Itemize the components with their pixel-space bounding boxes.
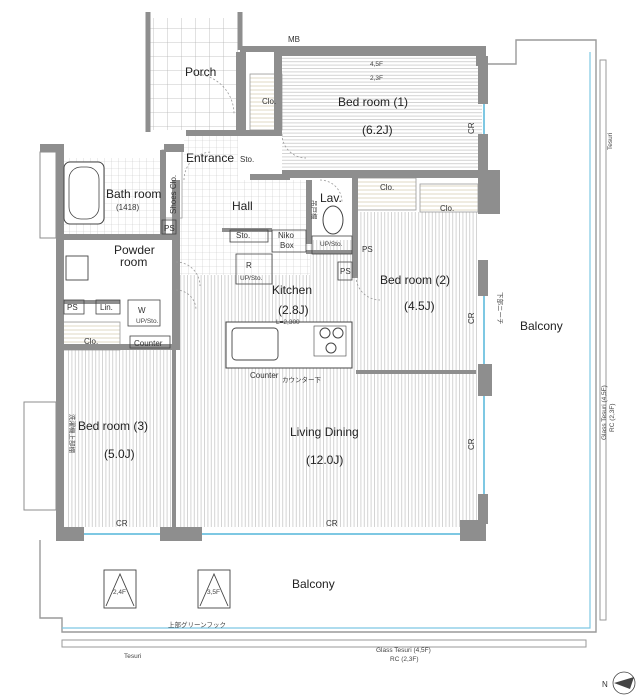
toilet — [322, 205, 344, 235]
bath-side-note: 洗濯機上部棚 — [68, 414, 77, 454]
living-label: Living Dining — [290, 425, 359, 439]
glass-tesuri-bottom-2: RC (2,3F) — [390, 656, 419, 663]
kitchen-dim-label: L=2,300 — [276, 319, 300, 326]
porch-label: Porch — [185, 65, 216, 79]
counter-label-kitchen: Counter — [250, 371, 279, 380]
linen-label: Lin. — [100, 303, 113, 312]
powder-sink — [65, 255, 89, 281]
counter-label-powder: Counter — [134, 339, 163, 348]
bedroom2-size: (4.5J) — [404, 299, 435, 313]
fridge-upsto-label: UP/Sto. — [240, 275, 263, 282]
cr-label-living-bottom: CR — [326, 519, 338, 528]
balcony-bottom-area — [39, 39, 607, 648]
closet-label-bed1: Clo. — [262, 97, 276, 106]
hall-label: Hall — [232, 199, 253, 213]
bedroom1-size: (6.2J) — [362, 123, 393, 137]
bathroom-size: (1418) — [116, 203, 139, 212]
floor-23-label: 2,3F — [370, 75, 383, 82]
glass-tesuri-side-2: RC (2,3F) — [609, 403, 616, 432]
kitchen-label: Kitchen — [272, 283, 312, 297]
balcony-hatches — [103, 569, 231, 609]
entrance-label: Entrance — [186, 151, 234, 165]
powder-label-2: room — [120, 255, 147, 269]
cr-label-living: CR — [467, 438, 476, 450]
glass-tesuri-bottom-1: Glass Tesuri (4,5F) — [376, 647, 431, 654]
bedroom3-label: Bed room (3) — [78, 419, 148, 433]
living-size: (12.0J) — [306, 453, 343, 467]
fridge-label: R — [246, 261, 252, 270]
hanger-note: 吊戸棚 — [310, 200, 319, 220]
ps-label-lav: PS — [362, 245, 373, 254]
hatch-35-label: 3,5F — [207, 589, 220, 596]
floor-45-label: 4,5F — [370, 61, 383, 68]
cr-label-bed1: CR — [467, 122, 476, 134]
niko-box-label-2: Box — [280, 241, 294, 250]
kitchen-size: (2.8J) — [278, 303, 309, 317]
shoes-closet-label: Shoes Clo. — [169, 175, 178, 214]
lav-label: Lav. — [320, 191, 342, 205]
north-label: N — [602, 680, 608, 689]
bedroom3-floor — [66, 350, 174, 527]
hatch-24-label: 2,4F — [113, 589, 126, 596]
door-swings — [175, 73, 381, 311]
closet-label-bed3: Clo. — [84, 337, 98, 346]
bathtub — [63, 161, 105, 225]
closet-label-bed2b: Clo. — [440, 204, 454, 213]
hall-floor — [180, 180, 310, 275]
kitchen-counter — [225, 321, 353, 369]
storage-label-entrance: Sto. — [240, 155, 254, 164]
niko-box-label-1: Niko — [278, 231, 295, 240]
side-note: 下部ニーチ — [496, 292, 505, 325]
powder-label-1: Powder — [114, 243, 155, 257]
ps-label-kitchen: PS — [340, 267, 351, 276]
lav-upsto-label: UP/Sto. — [320, 241, 343, 248]
cr-label-bed3-bottom: CR — [116, 519, 128, 528]
bedroom2-floor — [356, 212, 478, 372]
washer-label: W — [138, 306, 146, 315]
entrance-floor — [184, 136, 238, 180]
mb-label: MB — [288, 35, 300, 44]
balcony-bottom-label: Balcony — [292, 577, 335, 591]
ps-label-hall: PS — [164, 224, 175, 233]
closet-label-bed2a: Clo. — [380, 183, 394, 192]
tesuri-label-bottom: Tesuri — [124, 653, 141, 660]
bedroom2-label: Bed room (2) — [380, 273, 450, 287]
balcony-side-label: Balcony — [520, 319, 563, 333]
bathroom-label: Bath room — [106, 187, 161, 201]
windows — [84, 104, 485, 535]
ps-label-powder: PS — [67, 303, 78, 312]
cr-label-bed2: CR — [467, 312, 476, 324]
counter-jp-label: カウンター下 — [282, 375, 322, 384]
walls — [23, 46, 500, 541]
green-hook-label: 上部グリーンフック — [168, 620, 226, 629]
bedroom1-floor — [282, 56, 482, 174]
washer-upsto-label: UP/Sto. — [136, 318, 159, 325]
fixture-boxes — [63, 219, 353, 349]
glass-tesuri-side-1: Glass Tesuri (4,5F) — [601, 385, 608, 440]
storage-label-hall: Sto. — [236, 231, 250, 240]
bedroom1-label: Bed room (1) — [338, 95, 408, 109]
north-arrow — [612, 671, 636, 695]
tesuri-label-side: Tesuri — [607, 133, 614, 150]
bedroom3-size: (5.0J) — [104, 447, 135, 461]
